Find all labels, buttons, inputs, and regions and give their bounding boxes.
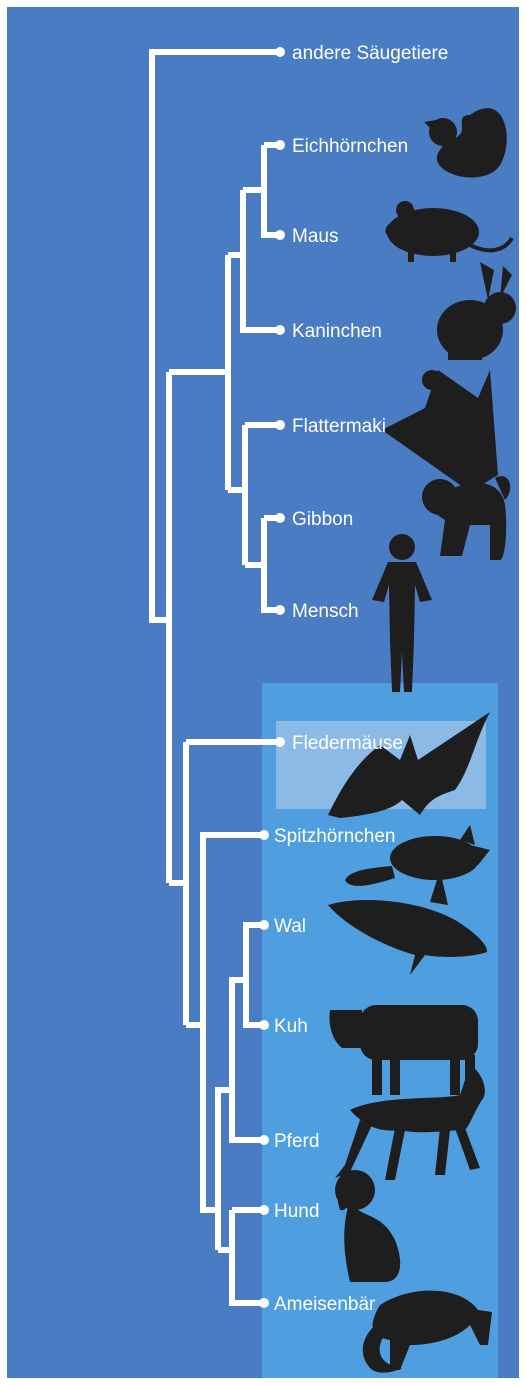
label-mensch: Mensch <box>292 601 359 622</box>
tip-dot <box>259 1135 269 1145</box>
tip-dot <box>275 47 285 57</box>
tip-dot <box>275 230 285 240</box>
label-flattermaki: Flattermaki <box>292 416 386 437</box>
tip-dot <box>259 830 269 840</box>
tip-dot <box>275 513 285 523</box>
label-kaninchen: Kaninchen <box>292 321 382 342</box>
tip-dot <box>259 1020 269 1030</box>
tip-dot <box>275 737 285 747</box>
tip-dot <box>259 1205 269 1215</box>
label-spitzhoernchen: Spitzhörnchen <box>274 826 395 847</box>
tip-dot <box>275 420 285 430</box>
tip-dot <box>275 140 285 150</box>
label-pferd: Pferd <box>274 1131 319 1152</box>
label-eichhoernchen: Eichhörnchen <box>292 136 408 157</box>
label-fledermaeuse: Fledermäuse <box>292 733 403 754</box>
tip-dot <box>259 1298 269 1308</box>
label-wal: Wal <box>274 916 306 937</box>
label-hund: Hund <box>274 1201 319 1222</box>
label-gibbon: Gibbon <box>292 509 353 530</box>
label-ameisenbaer: Ameisenbär <box>274 1294 376 1315</box>
label-maus: Maus <box>292 226 338 247</box>
tip-dot <box>275 325 285 335</box>
tip-dot <box>259 920 269 930</box>
tip-dot <box>275 605 285 615</box>
label-andere: andere Säugetiere <box>292 43 448 64</box>
label-kuh: Kuh <box>274 1016 308 1037</box>
